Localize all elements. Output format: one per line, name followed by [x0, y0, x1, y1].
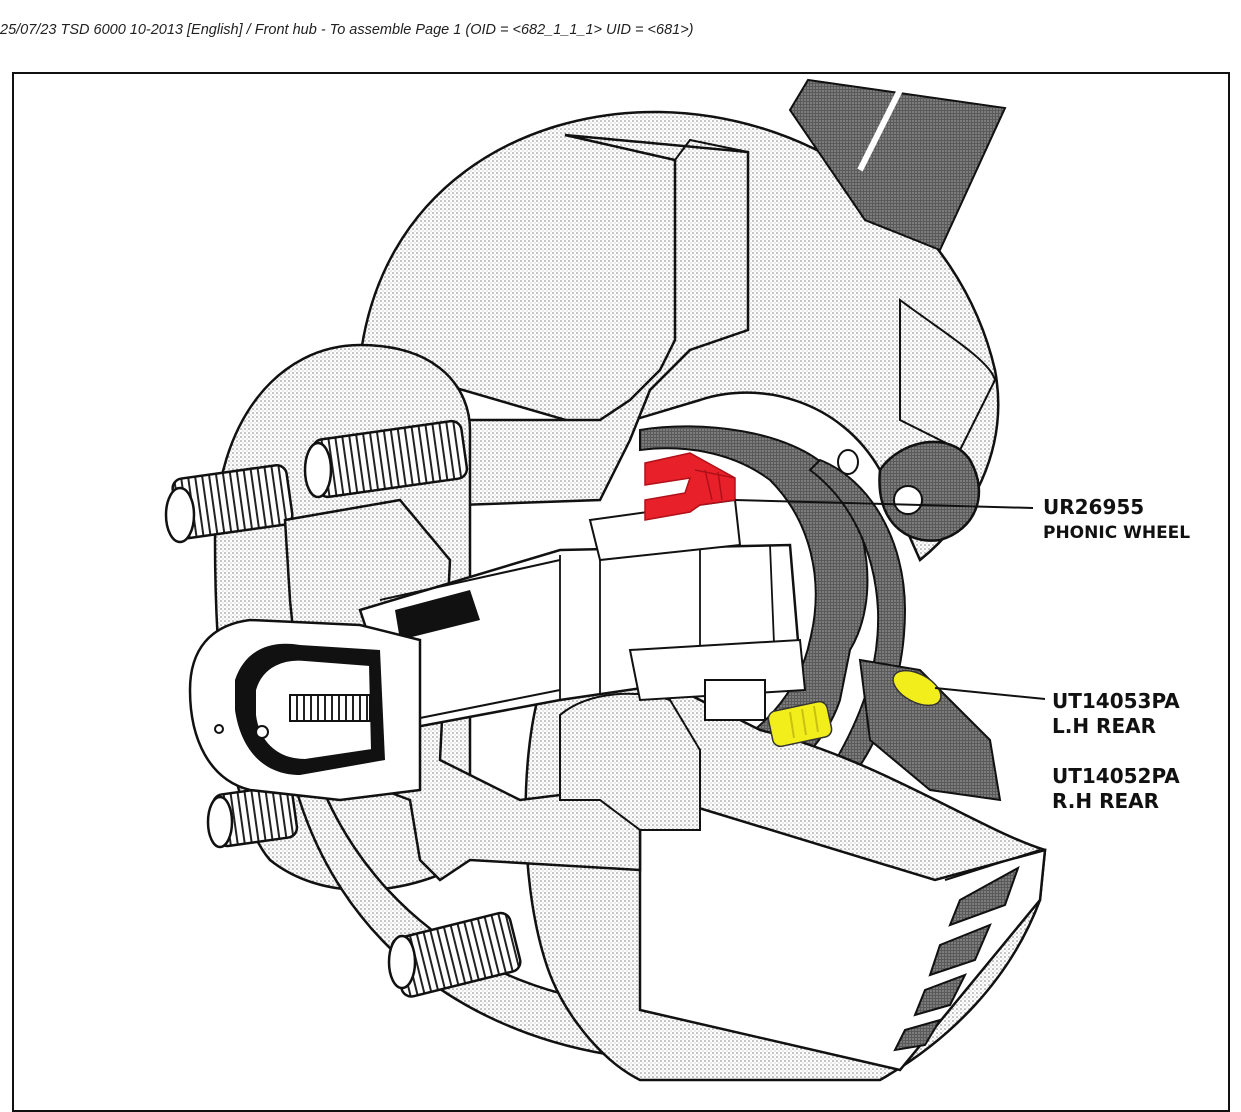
hub-cap-and-nut: [188, 618, 422, 802]
rh-rear-label: R.H REAR: [1052, 789, 1160, 813]
stud-bottom: [387, 911, 522, 998]
wheel-studs: [164, 419, 522, 998]
phonic-wheel-highlight: [644, 452, 736, 521]
vent-slots: [893, 865, 1020, 1052]
rh-rear-code: UT14052PA: [1052, 764, 1180, 788]
leader-lines: [734, 499, 1046, 700]
phonic-wheel-label: PHONIC WHEEL: [1043, 523, 1191, 543]
stud-upper-left: [164, 463, 294, 544]
lh-rear-code: UT14053PA: [1052, 689, 1180, 713]
stud-upper: [303, 419, 469, 499]
highlighted-stud: [767, 669, 942, 748]
leader-phonic-wheel: [734, 499, 1034, 509]
lh-rear-label: L.H REAR: [1052, 714, 1156, 738]
leader-lh-rear: [934, 687, 1046, 700]
page-header: 25/07/23 TSD 6000 10-2013 [English] / Fr…: [0, 22, 694, 38]
mount-bracket-right: [837, 440, 1002, 802]
phonic-wheel-code: UR26955: [1043, 495, 1145, 519]
